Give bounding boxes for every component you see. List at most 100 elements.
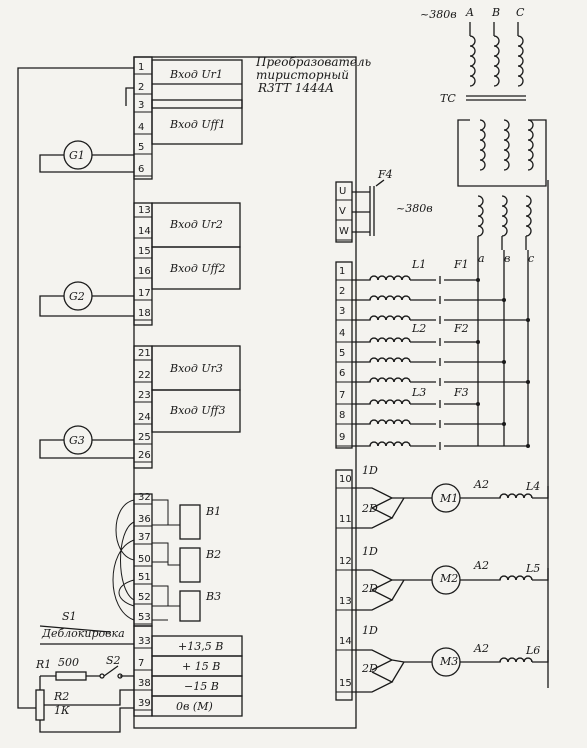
transformer-secondary-coil: [479, 119, 486, 171]
motor-group: [352, 180, 549, 693]
generator-g2: G2: [39, 281, 134, 317]
fuse-f1-label: F1: [453, 258, 469, 271]
power-label-135: +13,5 В: [178, 640, 223, 653]
right-pin-14: 14: [339, 636, 352, 647]
block-b2: [179, 547, 201, 583]
diode-pair: [352, 487, 394, 529]
choke-coil: [369, 275, 411, 281]
generator-g3: G3: [39, 425, 134, 459]
phase-a-top: A: [465, 6, 474, 19]
choke-line: [410, 296, 504, 304]
diode-2d-label-1: 2D: [361, 502, 378, 515]
left-pin-38: 38: [138, 678, 151, 689]
left-pin-17: 17: [138, 288, 151, 299]
input-label-ur1: Вход Ur1: [169, 68, 223, 81]
input-label-uff2: Вход Uff2: [169, 262, 225, 275]
left-pin-52: 52: [138, 592, 151, 603]
right-pin-2: 2: [339, 286, 345, 297]
left-strip-2: [133, 202, 153, 326]
choke-line: [410, 400, 478, 408]
choke-coil: [369, 315, 411, 321]
choke-l2-label: L2: [411, 322, 426, 335]
phase-b-top: B: [491, 6, 500, 19]
choke-group: [352, 250, 530, 450]
left-pin-21: 21: [138, 348, 151, 359]
choke-line: [410, 276, 478, 284]
fuse-f4: [352, 179, 385, 236]
choke-line: [410, 378, 528, 386]
transformer-secondary-coil: [503, 119, 510, 171]
choke-line: [410, 316, 528, 324]
converter-title-3: R3TT 1444A: [257, 81, 334, 95]
right-pin-V: V: [339, 206, 346, 217]
left-pin-22: 22: [138, 370, 151, 381]
left-strip-1: [133, 56, 153, 180]
left-pin-16: 16: [138, 266, 151, 277]
transformer-delta-coil: [477, 195, 484, 237]
left-pin-53: 53: [138, 612, 151, 623]
a2-label-3: A2: [473, 642, 489, 655]
left-pin-3: 3: [138, 100, 144, 111]
choke-coil: [369, 441, 411, 447]
right-strip-1-9: [335, 261, 353, 449]
resistor-r1: [55, 671, 87, 681]
right-pin-3: 3: [339, 306, 345, 317]
diode-2d-label-3: 2D: [361, 662, 378, 675]
left-pin-26: 26: [138, 450, 151, 461]
block-leads: [152, 499, 180, 621]
choke-coil: [369, 337, 411, 343]
left-pin-33: 33: [138, 636, 151, 647]
choke-line: [410, 442, 528, 450]
a2-label-1: A2: [473, 478, 489, 491]
deblock-label: Деблокировка: [41, 627, 125, 640]
diode-2d-label-2: 2D: [361, 582, 378, 595]
left-pin-51: 51: [138, 572, 151, 583]
block-label-b1: B1: [205, 505, 221, 518]
block-b3: [179, 590, 201, 622]
fuse-f2-label: F2: [453, 322, 469, 335]
diode-output: [391, 579, 432, 601]
left-pin-2: 2: [138, 82, 144, 93]
left-pin-23: 23: [138, 390, 151, 401]
right-pin-1: 1: [339, 266, 345, 277]
diode-pair: [352, 649, 394, 693]
right-pin-13: 13: [339, 596, 352, 607]
power-label-zero: 0в (М): [176, 700, 213, 713]
field-coil: [499, 575, 533, 581]
field-coil: [499, 657, 533, 663]
diode-1d-label-2: 1D: [362, 545, 378, 558]
left-pin-25: 25: [138, 432, 151, 443]
generator-label-g1: G1: [69, 149, 85, 162]
input-box-4: [151, 246, 241, 290]
supply-380-right: ~380в: [396, 202, 433, 215]
right-pin-15: 15: [339, 678, 352, 689]
diode-output: [391, 497, 432, 519]
block-label-b2: B2: [205, 548, 221, 561]
choke-coil: [369, 377, 411, 383]
r1-label: R1: [35, 658, 51, 671]
right-pin-W: W: [339, 226, 349, 237]
converter-title-2: тиристорный: [256, 68, 349, 82]
phase-b-bottom: в: [504, 252, 510, 265]
right-pin-11: 11: [339, 514, 352, 525]
transformer-primary-coil: [493, 35, 500, 87]
block-b1: [179, 504, 201, 540]
phase-c-top: C: [516, 6, 525, 19]
left-pin-24: 24: [138, 412, 151, 423]
generator-g1: G1: [39, 140, 134, 173]
right-pin-10: 10: [339, 474, 352, 485]
switch-s2[interactable]: [40, 665, 134, 677]
outer-left-wire: [17, 67, 134, 709]
left-pin-50: 50: [138, 554, 151, 565]
fuse-f3-label: F3: [453, 386, 469, 399]
r1-value: 500: [58, 656, 79, 669]
left-pin-5: 5: [138, 142, 144, 153]
power-label-15: + 15 В: [182, 660, 220, 673]
left-pin-37: 37: [138, 532, 151, 543]
transformer-delta-coil: [501, 195, 508, 237]
right-pin-4: 4: [339, 328, 345, 339]
left-pin-7: 7: [138, 658, 144, 669]
left-pin-6: 6: [138, 164, 144, 175]
switch-s1[interactable]: [39, 625, 134, 645]
